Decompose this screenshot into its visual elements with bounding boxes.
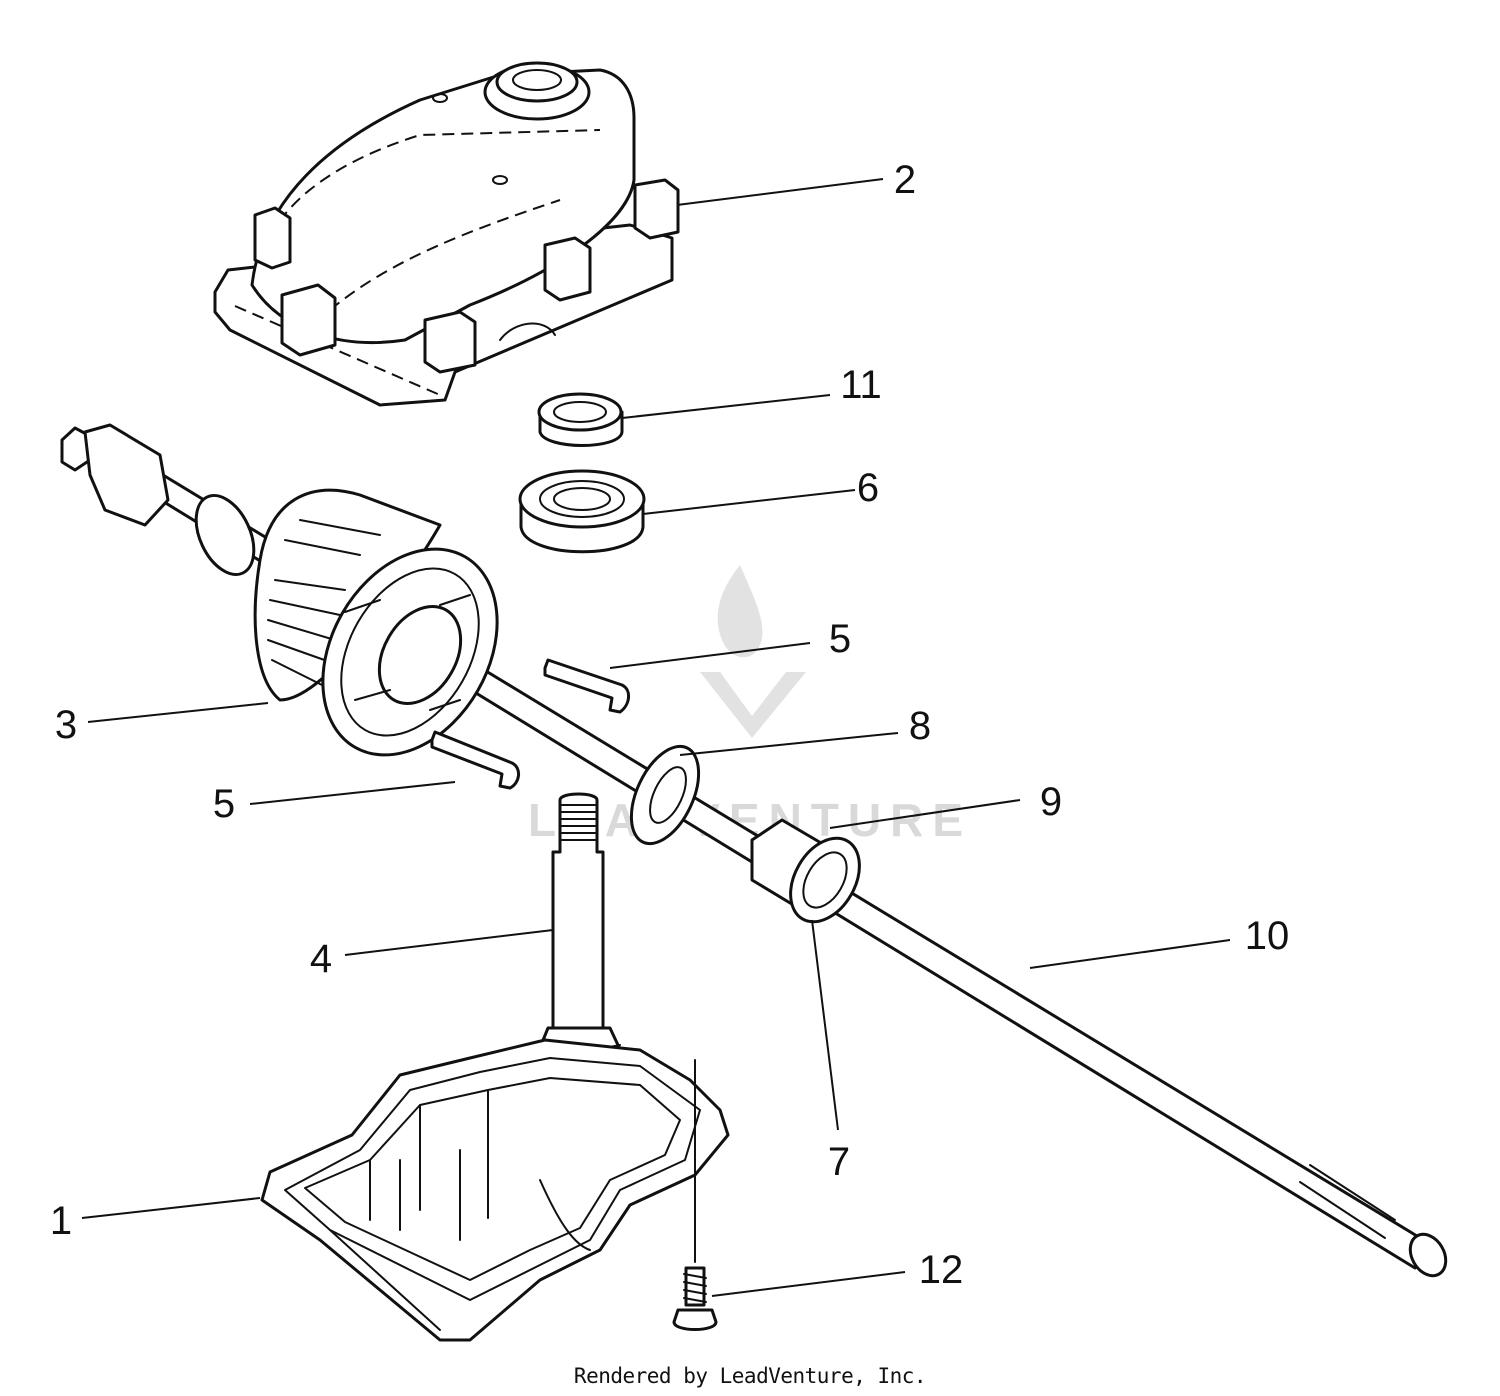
callout-8: 8 — [909, 704, 931, 748]
leader-2 — [676, 178, 884, 206]
part-1-lower-housing — [260, 1038, 730, 1342]
leader-10 — [1029, 939, 1231, 969]
leader-3 — [87, 702, 269, 723]
leader-8 — [679, 732, 899, 756]
callout-3: 3 — [55, 703, 77, 747]
leader-11 — [711, 1271, 906, 1297]
callout-9: 9 — [1040, 780, 1062, 824]
callout-5-upper: 5 — [829, 617, 851, 661]
part-8-washer — [629, 744, 701, 846]
callout-4: 4 — [310, 937, 332, 981]
leader-1 — [81, 1197, 261, 1219]
leader-5-lower — [249, 781, 456, 805]
leader-12 — [621, 394, 831, 419]
callout-2: 2 — [894, 158, 916, 202]
leader-4 — [344, 929, 554, 956]
part-5-pin-upper — [543, 658, 630, 714]
part-2-upper-housing — [213, 61, 680, 407]
callout-5-lower: 5 — [213, 782, 235, 826]
footer-credit: Rendered by LeadVenture, Inc. — [573, 1364, 927, 1388]
leader-7 — [811, 919, 839, 1131]
part-12-bearing-small — [537, 392, 624, 447]
leader-5-upper — [609, 642, 811, 669]
callout-7: 7 — [828, 1140, 850, 1184]
part-5-pin-lower — [430, 730, 520, 790]
callout-12: 11 — [840, 363, 882, 407]
part-6-ball-bearing — [518, 469, 646, 554]
leader-6 — [642, 489, 856, 515]
part-3-bevel-gear — [194, 488, 499, 757]
callout-6: 6 — [857, 466, 879, 510]
callout-1: 1 — [50, 1199, 72, 1243]
callout-10: 10 — [1245, 914, 1290, 958]
part-9-bushing — [750, 818, 861, 924]
callout-11: 12 — [919, 1248, 964, 1292]
part-11-screw — [672, 1059, 718, 1331]
leader-9 — [829, 799, 1021, 829]
